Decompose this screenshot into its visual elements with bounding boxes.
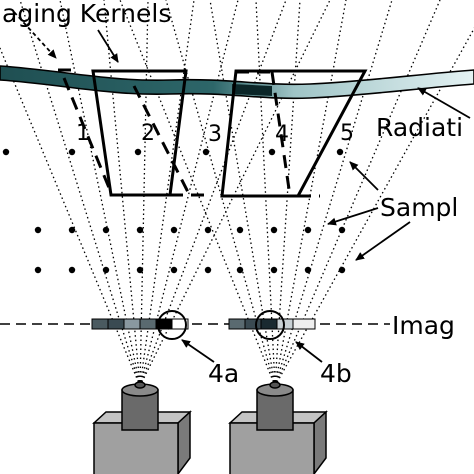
sample-dot-2-7 (270, 266, 278, 274)
camera-left (92, 381, 192, 474)
sample-dot-0-0 (2, 148, 10, 156)
ray-line-0-5 (139, 0, 195, 387)
arrow-kernel-right (97, 29, 119, 63)
sample-dot-1-9 (338, 226, 346, 234)
label-image: Imag (392, 311, 455, 340)
sample-dot-2-8 (304, 266, 312, 274)
ray-line-0-2 (59, 0, 141, 387)
sample-grid (2, 148, 346, 274)
sample-dot-1-0 (34, 226, 42, 234)
radiation-band-dark-segment (232, 84, 272, 96)
sample-dot-0-2 (134, 148, 142, 156)
sample-dot-1-3 (136, 226, 144, 234)
ray-number-3: 3 (208, 122, 222, 147)
ray-line-1-1 (165, 0, 276, 387)
label-pixel-4b: 4b (320, 359, 352, 388)
arrow-sample-1 (349, 161, 379, 191)
image-pixels-left (91, 318, 189, 330)
ray-number-5: 5 (340, 121, 354, 146)
ray-line-1-0 (119, 0, 276, 387)
sample-dot-1-5 (204, 226, 212, 234)
kernel-dashed-outlines (58, 68, 320, 198)
arrow-kernel-left (13, 11, 57, 59)
camera-right (228, 381, 328, 474)
sample-dot-1-6 (236, 226, 244, 234)
annotation-arrows (13, 11, 471, 363)
sample-dot-1-4 (170, 226, 178, 234)
sample-dot-0-3 (202, 148, 210, 156)
ray-line-1-8 (274, 27, 474, 387)
arrow-4b (295, 341, 323, 363)
label-imaging-kernels: aging Kernels (2, 0, 171, 28)
sample-dot-2-2 (102, 266, 110, 274)
arrow-sample-2 (327, 207, 379, 226)
sample-dot-2-5 (204, 266, 212, 274)
sample-dot-2-4 (170, 266, 178, 274)
ray-number-2: 2 (141, 121, 155, 146)
sample-dot-2-9 (338, 266, 346, 274)
sample-dot-0-1 (68, 148, 76, 156)
ray-line-0-3 (103, 0, 141, 387)
sample-dot-1-1 (68, 226, 76, 234)
label-radiation: Radiati (376, 113, 463, 142)
sample-dot-2-1 (68, 266, 76, 274)
arrow-radiation (417, 87, 471, 119)
ray-number-1: 1 (76, 121, 90, 146)
label-pixel-4a: 4a (208, 359, 239, 388)
pixel-highlight-circle-4b (255, 310, 285, 340)
sample-dot-1-2 (102, 226, 110, 234)
sample-dot-1-7 (270, 226, 278, 234)
image-pixels-right (228, 318, 316, 330)
ray-number-4: 4 (275, 122, 289, 147)
sample-dot-2-3 (136, 266, 144, 274)
sample-dot-2-0 (34, 266, 42, 274)
ray-line-0-6 (139, 0, 239, 387)
sample-dot-1-8 (304, 226, 312, 234)
sample-dot-2-6 (236, 266, 244, 274)
arrow-sample-3 (355, 221, 411, 261)
arrow-4a (181, 339, 215, 363)
pixel-highlight-circle-4a (157, 310, 187, 340)
sample-dot-0-4 (268, 148, 276, 156)
label-samples: Sampl (380, 193, 458, 222)
sample-dot-0-5 (336, 148, 344, 156)
